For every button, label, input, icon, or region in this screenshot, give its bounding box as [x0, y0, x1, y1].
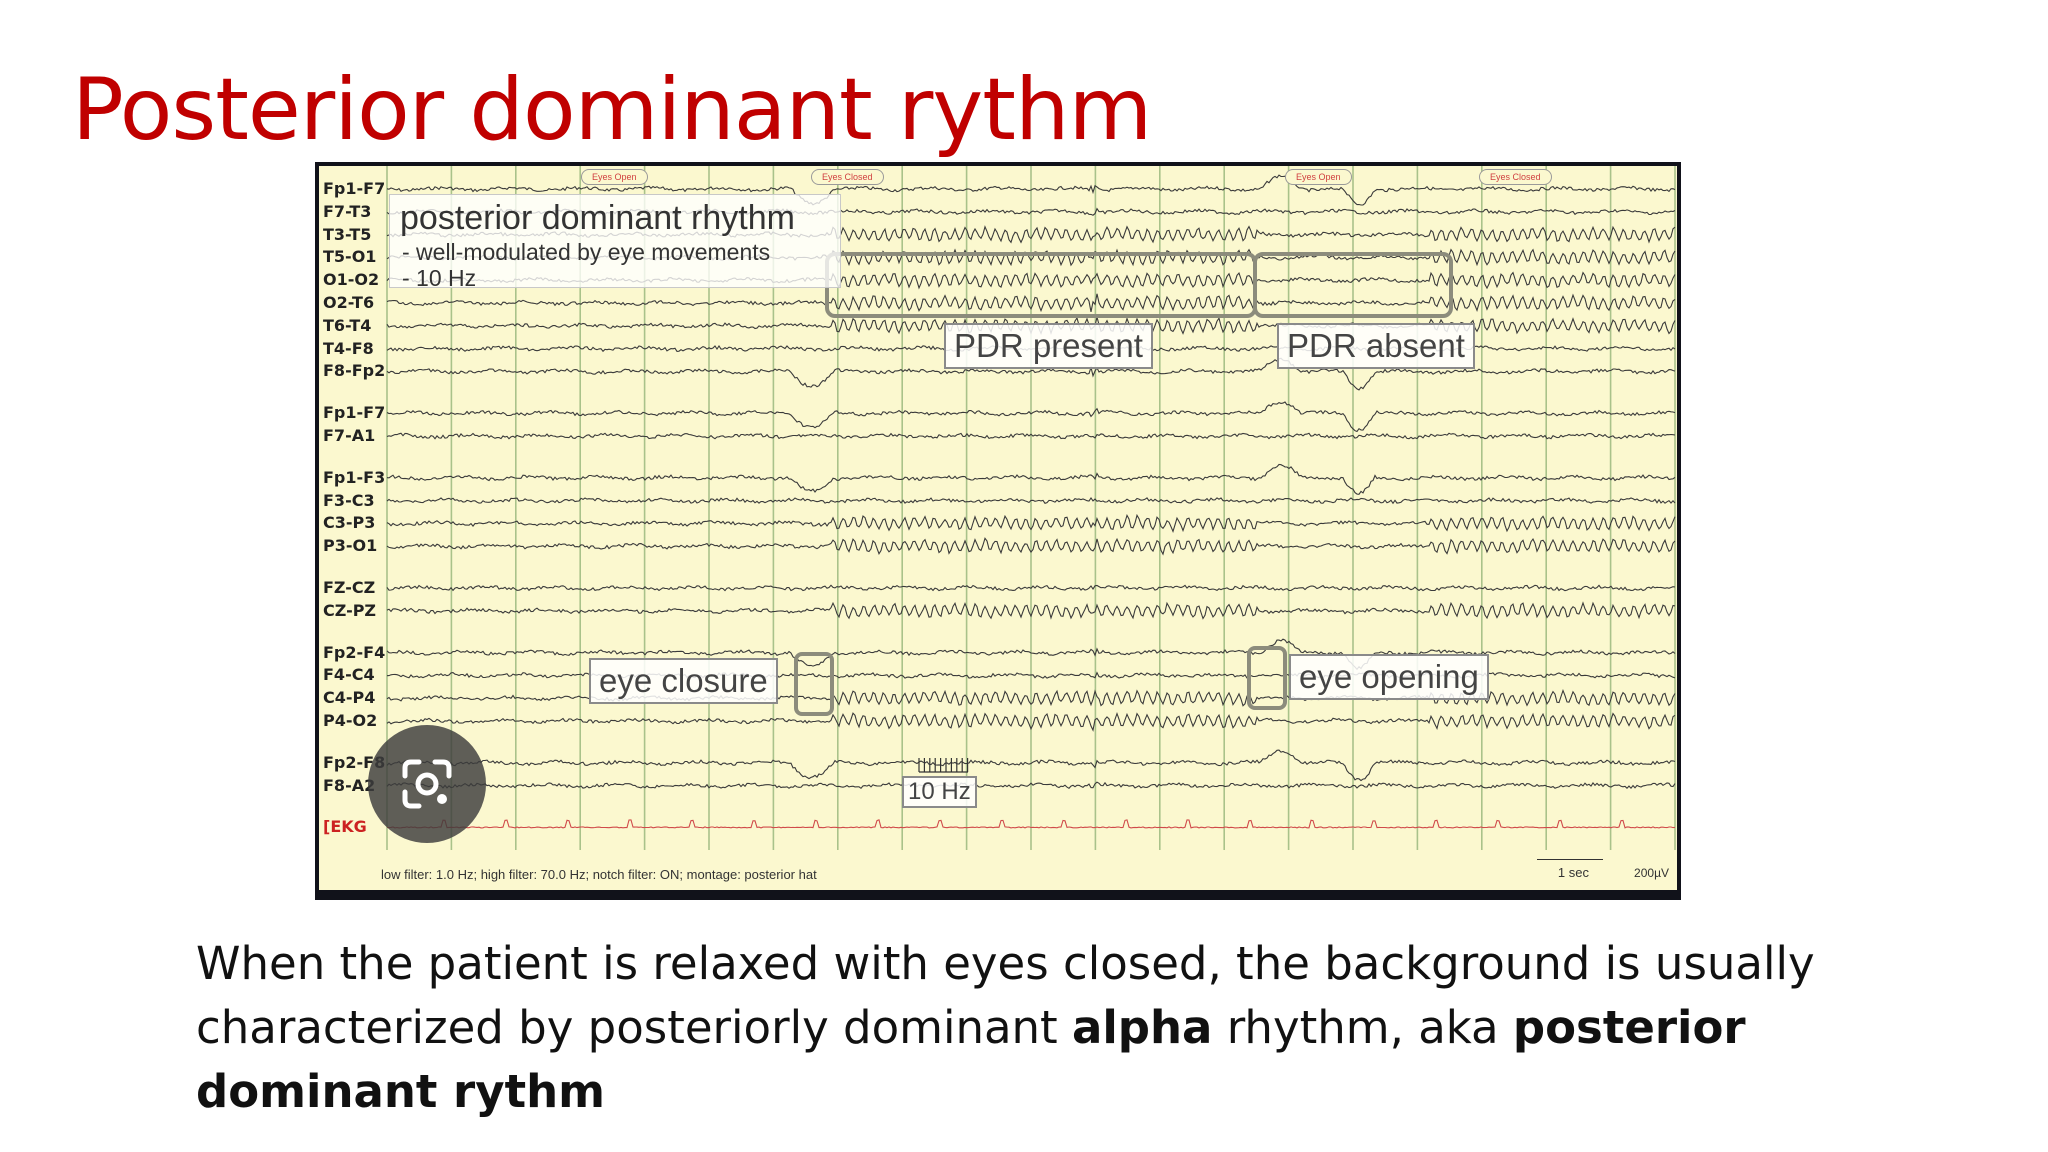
channel-label: Fp2-F4 — [323, 642, 386, 662]
slide-title: Posterior dominant rythm — [72, 60, 1152, 160]
channel-label: O2-T6 — [323, 293, 375, 312]
google-lens-camera-icon — [402, 759, 452, 809]
body-bold-pdr: posterior dominant rythm — [196, 1001, 1746, 1118]
eye-tag-open-1: Eyes Open — [581, 169, 648, 185]
amplitude-scale-label: 200µV — [1634, 866, 1669, 880]
info-title: posterior dominant rhythm — [400, 199, 795, 237]
filter-settings-text: low filter: 1.0 Hz; high filter: 70.0 Hz… — [381, 867, 817, 882]
eeg-trace — [386, 711, 1676, 732]
body-bold-alpha: alpha — [1072, 1001, 1213, 1054]
eeg-trace — [386, 497, 1676, 505]
eeg-trace — [386, 638, 1676, 671]
channel-label: F7-T3 — [323, 201, 372, 221]
eye-opening-label: eye opening — [1289, 654, 1489, 700]
eeg-trace — [386, 584, 1676, 592]
info-line-modulation: - well-modulated by eye movements — [402, 239, 771, 265]
pdr-absent-label: PDR absent — [1277, 323, 1475, 369]
eye-tag-closed-1: Eyes Closed — [811, 169, 884, 185]
eye-closure-label: eye closure — [589, 658, 778, 704]
eeg-trace — [386, 781, 1676, 790]
eeg-trace — [386, 601, 1676, 620]
eye-tag-open-2: Eyes Open — [1285, 169, 1352, 185]
eeg-trace — [386, 819, 1676, 829]
channel-label: C4-P4 — [323, 688, 376, 708]
channel-label: O1-O2 — [323, 270, 380, 290]
channel-label: CZ-PZ — [323, 600, 377, 620]
pdr-absent-box — [1253, 252, 1453, 318]
channel-label: T3-T5 — [323, 224, 372, 244]
eye-tag-closed-2: Eyes Closed — [1479, 169, 1552, 185]
channel-label: T4-F8 — [323, 338, 374, 358]
eye-closure-box — [794, 652, 834, 716]
time-scale-label: 1 sec — [1557, 865, 1589, 880]
eeg-trace — [386, 749, 1676, 782]
eeg-trace — [386, 513, 1676, 534]
eeg-trace — [386, 401, 1676, 433]
eeg-trace — [386, 293, 1676, 313]
channel-label: F7-A1 — [323, 426, 376, 445]
channel-label: Fp1-F3 — [323, 467, 386, 487]
channel-label: F8-A2 — [323, 775, 376, 795]
channel-label: T6-T4 — [323, 315, 372, 335]
eeg-trace — [386, 537, 1676, 556]
info-line-frequency: - 10 Hz — [402, 265, 477, 291]
ten-hz-label: 10 Hz — [902, 776, 977, 808]
channel-label: F8-Fp2 — [323, 361, 386, 381]
eeg-trace — [386, 174, 1676, 206]
channel-label: P4-O2 — [323, 711, 378, 730]
pdr-present-label: PDR present — [944, 323, 1153, 369]
channel-label: P3-O1 — [323, 536, 378, 556]
channel-label: T5-O1 — [323, 247, 377, 267]
eeg-trace — [386, 463, 1676, 495]
channel-label: C3-P3 — [323, 513, 376, 533]
body-paragraph: When the patient is relaxed with eyes cl… — [196, 932, 1996, 1124]
body-text-part-1: When the patient is relaxed with eyes cl… — [196, 937, 1815, 1054]
eye-opening-box — [1247, 646, 1287, 710]
channel-label: Fp1-F7 — [323, 179, 386, 198]
google-lens-button[interactable] — [368, 725, 486, 843]
channel-label: F3-C3 — [323, 490, 375, 510]
pdr-info-box: posterior dominant rhythm - well-modulat… — [389, 194, 841, 291]
channel-label: FZ-CZ — [323, 578, 376, 597]
channel-label: Fp1-F7 — [323, 403, 386, 423]
channel-label: [EKG — [323, 817, 367, 837]
time-scale-bar — [1537, 859, 1603, 860]
channel-label: F4-C4 — [323, 665, 375, 685]
body-text-part-2: rhythm, aka — [1212, 1001, 1513, 1054]
eeg-trace — [386, 432, 1676, 440]
eeg-trace — [386, 357, 1676, 391]
